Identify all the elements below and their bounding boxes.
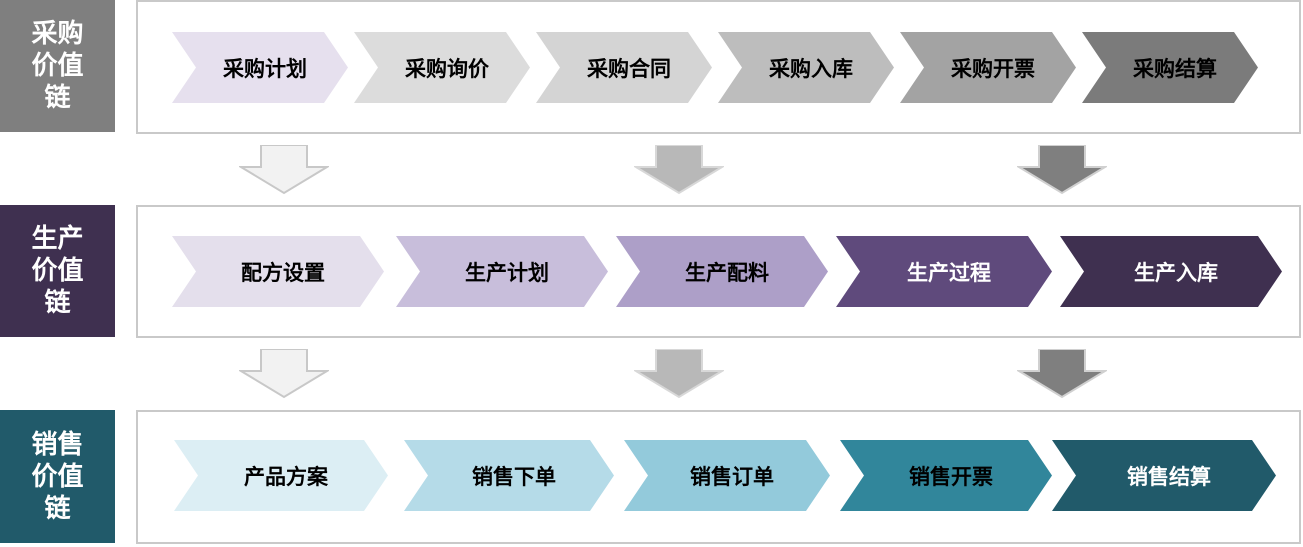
step-label: 产品方案	[244, 464, 328, 489]
step-production-plan[interactable]: 生产计划	[396, 236, 608, 307]
step-label: 销售结算	[1127, 464, 1211, 489]
procurement-chain-label: 采购 价值 链	[0, 0, 115, 132]
step-label: 生产计划	[465, 260, 549, 285]
step-sales-order-placement[interactable]: 销售下单	[404, 440, 614, 511]
down-arrow-icon	[239, 349, 329, 399]
label-line: 价值	[31, 256, 84, 286]
step-sales-settlement[interactable]: 销售结算	[1052, 440, 1276, 511]
step-procurement-plan[interactable]: 采购计划	[172, 32, 348, 103]
label-line: 价值	[31, 461, 84, 492]
step-production-process[interactable]: 生产过程	[836, 236, 1052, 307]
step-procurement-invoicing[interactable]: 采购开票	[900, 32, 1076, 103]
step-sales-invoicing[interactable]: 销售开票	[840, 440, 1052, 511]
label-line: 采购	[31, 19, 84, 49]
label-line: 价值	[31, 51, 84, 81]
step-procurement-warehousing[interactable]: 采购入库	[718, 32, 894, 103]
down-arrow-icon	[634, 145, 724, 195]
step-label: 采购开票	[951, 56, 1035, 81]
step-production-warehousing[interactable]: 生产入库	[1060, 236, 1282, 307]
label-line: 生产	[31, 224, 84, 254]
step-sales-order[interactable]: 销售订单	[624, 440, 830, 511]
down-arrow-icon	[1017, 349, 1107, 399]
down-arrow-icon	[1017, 145, 1107, 195]
production-chain-label: 生产 价值 链	[0, 205, 115, 337]
step-label: 销售下单	[472, 464, 556, 489]
step-label: 采购结算	[1133, 56, 1217, 81]
step-product-plan[interactable]: 产品方案	[174, 440, 388, 511]
step-formula-setup[interactable]: 配方设置	[172, 236, 384, 307]
step-label: 采购询价	[405, 56, 489, 81]
step-production-batching[interactable]: 生产配料	[616, 236, 828, 307]
sales-chain-label: 销售 价值 链	[0, 410, 115, 543]
label-line: 链	[44, 288, 71, 318]
step-procurement-inquiry[interactable]: 采购询价	[354, 32, 530, 103]
step-label: 生产配料	[685, 260, 769, 285]
step-label: 采购入库	[769, 56, 853, 81]
down-arrow-icon	[239, 145, 329, 195]
label-line: 链	[44, 493, 71, 524]
step-label: 采购计划	[223, 56, 307, 81]
step-procurement-contract[interactable]: 采购合同	[536, 32, 712, 103]
step-label: 生产过程	[907, 260, 991, 285]
label-line: 链	[44, 83, 71, 113]
step-label: 销售订单	[690, 464, 774, 489]
step-label: 生产入库	[1134, 260, 1218, 285]
label-line: 销售	[31, 429, 84, 460]
step-label: 采购合同	[587, 56, 671, 81]
step-label: 销售开票	[909, 464, 993, 489]
step-label: 配方设置	[241, 260, 325, 285]
down-arrow-icon	[634, 349, 724, 399]
step-procurement-settlement[interactable]: 采购结算	[1082, 32, 1258, 103]
